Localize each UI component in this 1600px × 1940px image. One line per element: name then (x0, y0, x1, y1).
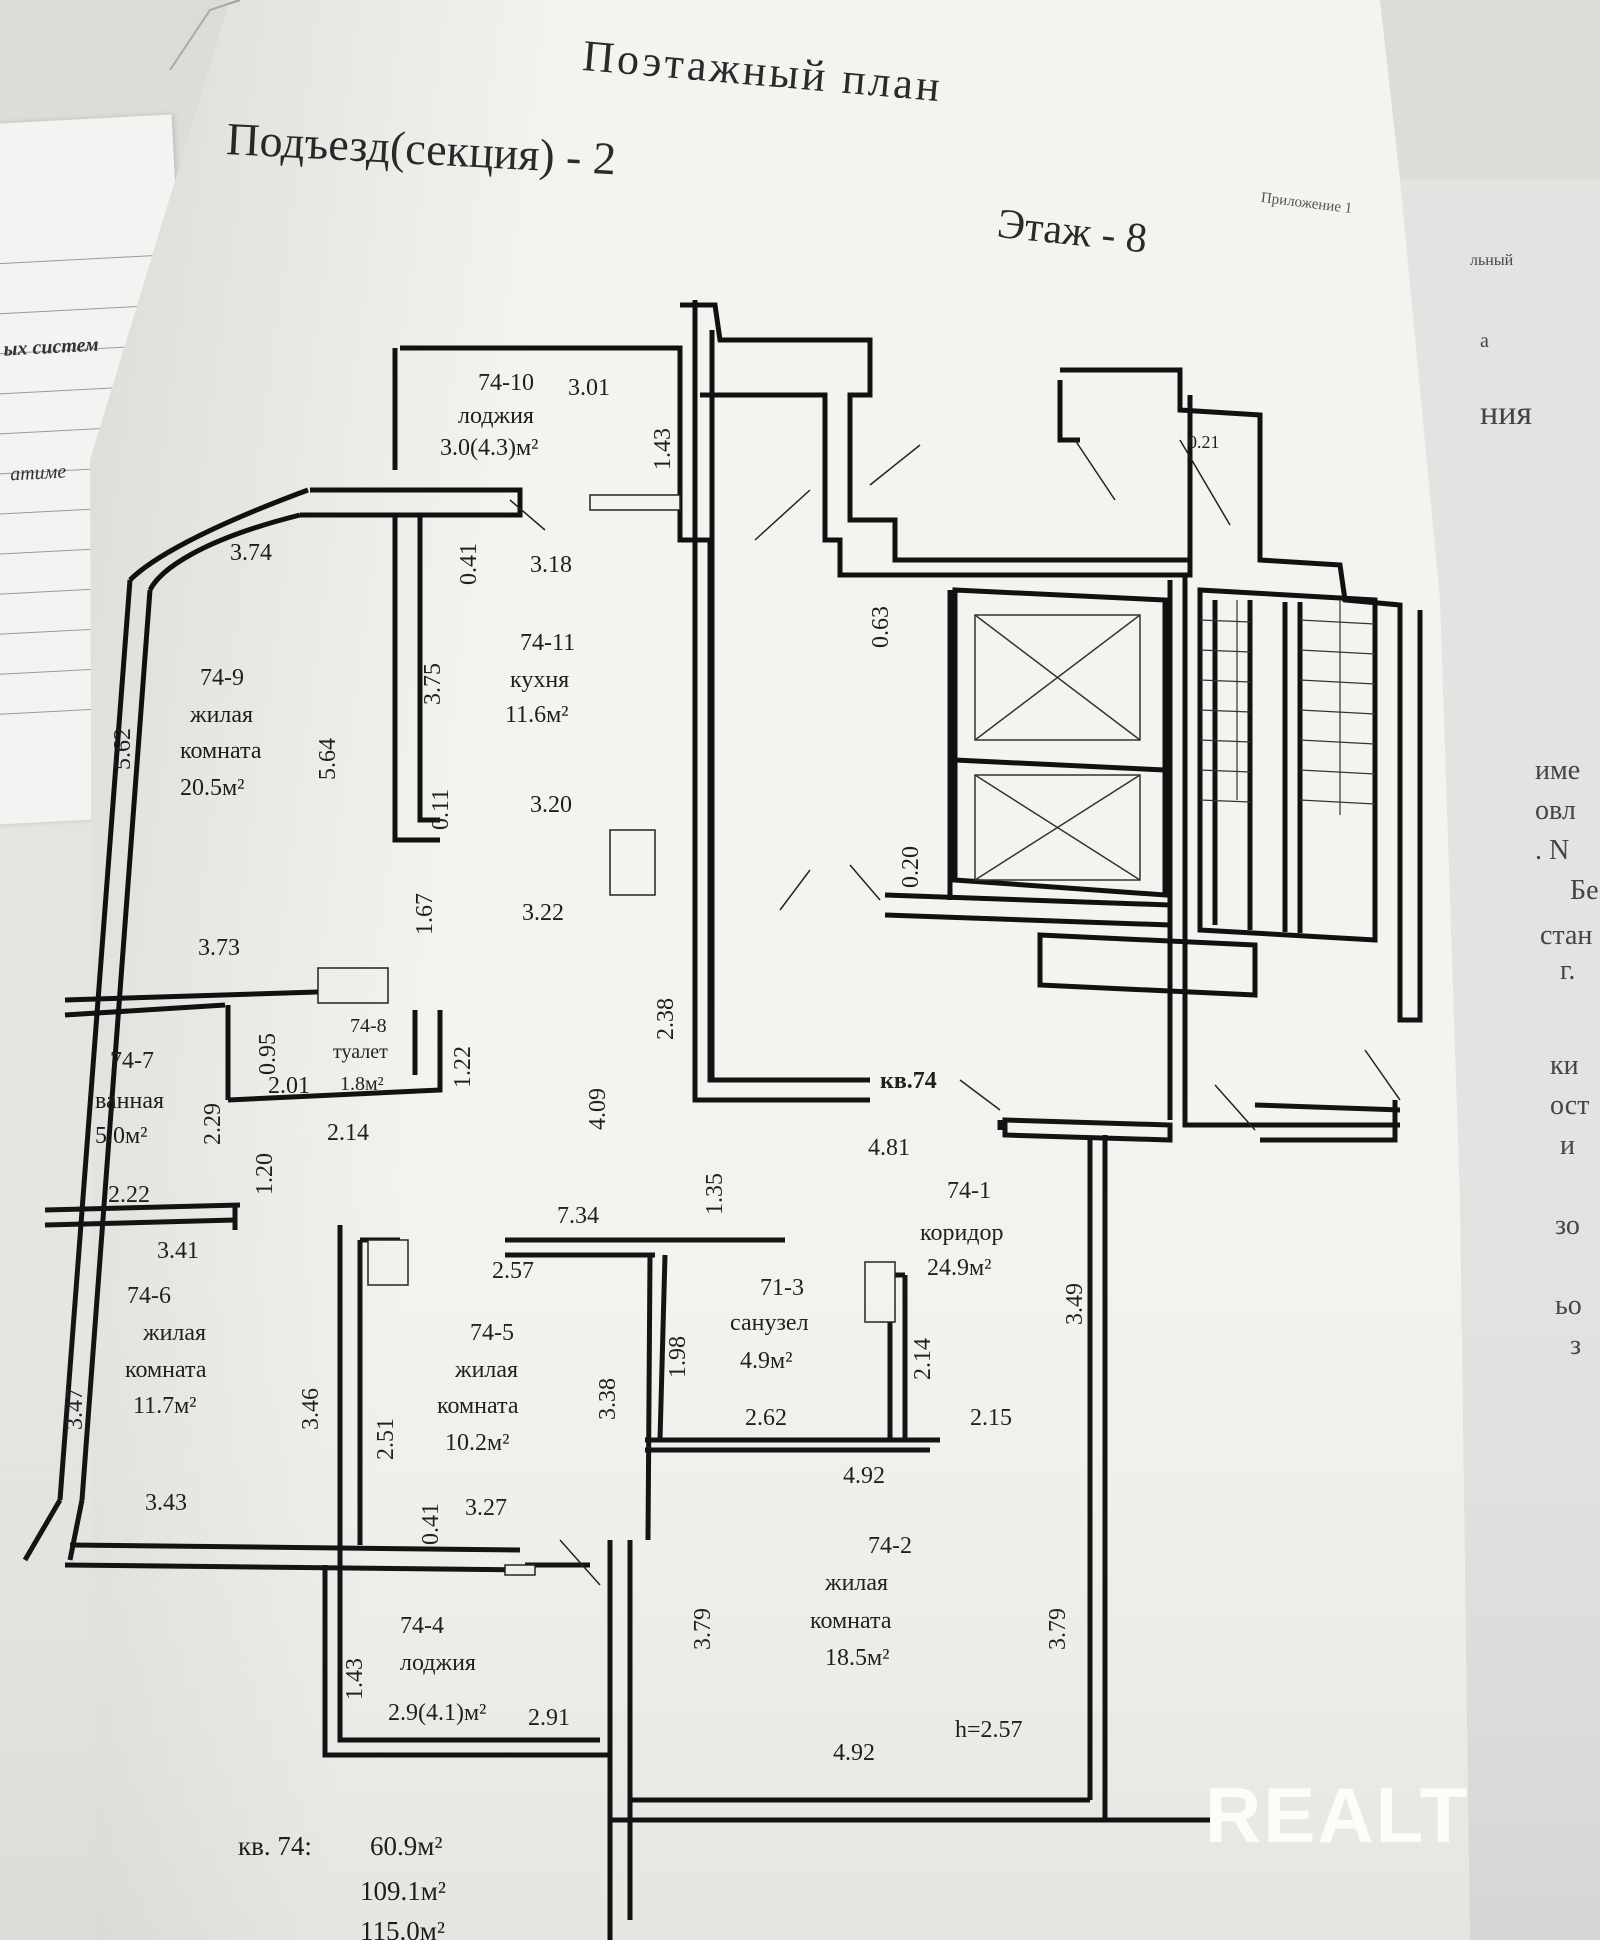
dimension-label: 3.22 (522, 900, 564, 926)
room-name: жилая (454, 1357, 518, 1383)
dimension-label: 0.95 (255, 1033, 281, 1075)
dimension-label: 3.74 (230, 540, 272, 566)
dimension-label: 1.98 (665, 1336, 691, 1378)
dimension-label: 2.57 (492, 1258, 534, 1284)
room-id: 74-10 (478, 370, 534, 396)
room-id: 74-8 (350, 1015, 387, 1037)
room-name: санузел (730, 1310, 809, 1336)
room-area: 10.2м² (445, 1430, 509, 1456)
dimension-label: 5.64 (315, 738, 341, 780)
dimension-label: 1.67 (412, 893, 438, 935)
dimension-label: 0.21 (1188, 432, 1220, 452)
room-id: 74-5 (470, 1320, 514, 1346)
dimension-label: 1.43 (650, 428, 676, 470)
dimension-label: 3.27 (465, 1495, 507, 1521)
room-area: 20.5м² (180, 775, 244, 801)
dimension-label: 7.34 (557, 1203, 599, 1229)
dimension-label: 0.20 (898, 846, 924, 888)
dimension-label: 2.51 (373, 1418, 399, 1460)
dimension-label: 2.15 (970, 1405, 1012, 1431)
room-area: 11.6м² (505, 702, 569, 728)
dimension-label: 2.14 (327, 1120, 369, 1146)
room-id: 74-6 (127, 1283, 171, 1309)
room-name: жилая (824, 1570, 888, 1596)
room-name: жилая (142, 1320, 206, 1346)
ceiling-height-label: h=2.57 (955, 1717, 1023, 1743)
dimension-label: 4.92 (843, 1463, 885, 1489)
room-name-2: комната (437, 1393, 519, 1419)
dimension-label: 2.01 (268, 1073, 310, 1099)
room-name: лоджия (400, 1650, 476, 1676)
dimension-label: 3.75 (420, 663, 446, 705)
dimension-label: 2.22 (108, 1182, 150, 1208)
dimension-label: 1.20 (252, 1153, 278, 1195)
room-area: 11.7м² (133, 1393, 197, 1419)
room-name: ванная (95, 1088, 164, 1114)
dimension-label: 4.09 (585, 1088, 611, 1130)
dimension-label: 2.62 (745, 1405, 787, 1431)
dimension-label: 2.14 (910, 1338, 936, 1380)
dimension-label: 4.92 (833, 1740, 875, 1766)
room-name: лоджия (458, 403, 534, 429)
room-id: 71-3 (760, 1275, 804, 1301)
room-name: жилая (189, 702, 253, 728)
room-id: 74-2 (868, 1533, 912, 1559)
summary-label: кв. 74: (238, 1831, 312, 1861)
room-area: 1.8м² (340, 1073, 384, 1095)
dimension-label: 0.11 (428, 789, 454, 830)
room-name: туалет (333, 1041, 388, 1063)
room-id: 74-4 (400, 1613, 444, 1639)
dimension-label: 5.62 (110, 728, 136, 770)
room-name-2: комната (180, 738, 262, 764)
summary-area-living: 60.9м² (370, 1831, 442, 1861)
room-id: 74-7 (110, 1048, 154, 1074)
dimension-label: 1.35 (702, 1173, 728, 1215)
room-id: 74-11 (520, 630, 575, 656)
dimension-label: 3.79 (1045, 1608, 1071, 1650)
dimension-label: 1.22 (450, 1046, 476, 1088)
room-name-2: комната (125, 1357, 207, 1383)
dimension-label: 3.79 (690, 1608, 716, 1650)
dimension-label: 1.43 (342, 1658, 368, 1700)
dimension-label: 3.38 (595, 1378, 621, 1420)
dimension-label: 2.38 (653, 998, 679, 1040)
room-area: 18.5м² (825, 1645, 889, 1671)
room-name-2: комната (810, 1608, 892, 1634)
dimension-label: 3.20 (530, 792, 572, 818)
room-name: кухня (510, 667, 569, 693)
summary-area-with-loggias: 115.0м² (360, 1916, 445, 1940)
room-area: 3.0(4.3)м² (440, 435, 538, 461)
dimension-label: 0.41 (418, 1503, 444, 1545)
dimension-label: 3.49 (1062, 1283, 1088, 1325)
apartment-label: кв.74 (880, 1068, 937, 1094)
dimension-label: 3.73 (198, 935, 240, 961)
dimension-label: 3.18 (530, 552, 572, 578)
room-name: коридор (920, 1220, 1004, 1246)
dimension-label: 3.46 (298, 1388, 324, 1430)
room-area: 24.9м² (927, 1255, 991, 1281)
dimension-label: 3.01 (568, 375, 610, 401)
room-id: 74-1 (947, 1178, 991, 1204)
dimension-label: 2.91 (528, 1705, 570, 1731)
dimension-label: 3.47 (62, 1388, 88, 1430)
dimension-label: 3.43 (145, 1490, 187, 1516)
summary-area-total: 109.1м² (360, 1876, 446, 1906)
dimension-label: 0.63 (868, 606, 894, 648)
room-area: 2.9(4.1)м² (388, 1700, 486, 1726)
dimension-label: 3.41 (157, 1238, 199, 1264)
realt-watermark: REALT (1205, 1771, 1470, 1859)
dimension-label: 4.81 (868, 1135, 910, 1161)
room-area: 5.0м² (95, 1123, 147, 1149)
dimension-label: 2.29 (200, 1103, 226, 1145)
room-id: 74-9 (200, 665, 244, 691)
dimension-label: 0.41 (456, 543, 482, 585)
room-area: 4.9м² (740, 1348, 792, 1374)
